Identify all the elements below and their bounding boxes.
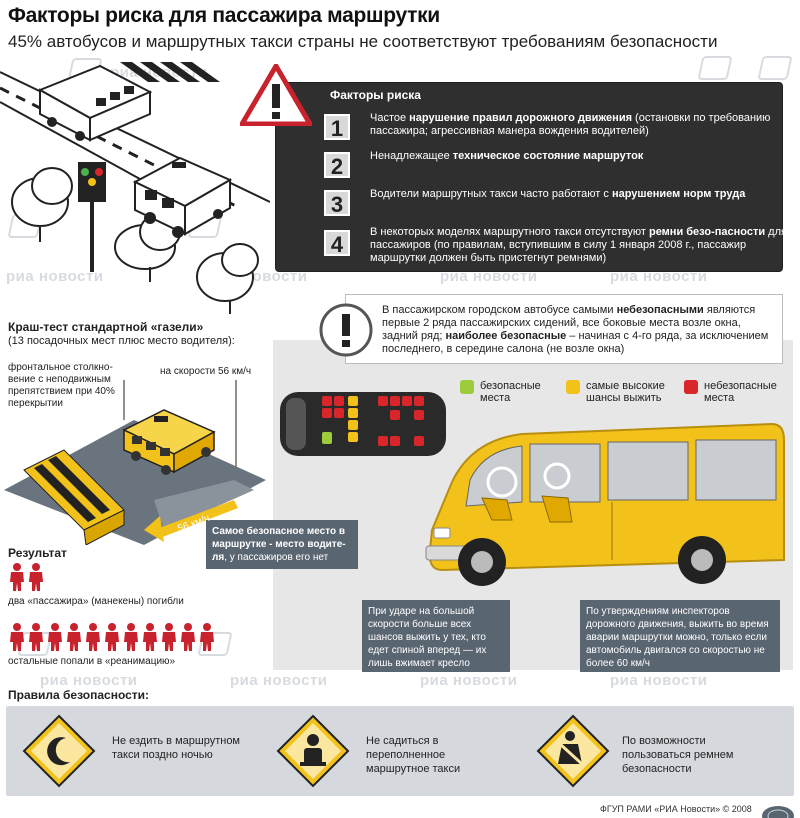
watermark-text: риа новости xyxy=(6,268,104,285)
dummy-figure xyxy=(162,623,176,651)
driver-seat-note: Самое безопасное место в маршрутке - мес… xyxy=(206,520,358,569)
legend-label-safe: безопасные места xyxy=(480,380,541,404)
risk-number-3: 3 xyxy=(324,190,350,217)
dummy-figure xyxy=(200,623,214,651)
footer-credit: ФГУП РАМИ «РИА Новости» © 2008 xyxy=(600,804,752,814)
inspectors-note: По утверждениям инспекторов дорожного дв… xyxy=(580,600,780,672)
dummy-figure xyxy=(143,623,157,651)
page-subtitle: 45% автобусов и маршрутных такси страны … xyxy=(8,32,718,51)
bus-info-text: В пассажирском городском автобусе самыми… xyxy=(382,304,769,355)
dummy-figure xyxy=(105,623,119,651)
risk-item-4: В некоторых моделях маршрутного такси от… xyxy=(370,226,787,264)
legend-swatch-safe xyxy=(460,380,474,394)
dummy-figures xyxy=(10,623,214,651)
legend-swatch-survival xyxy=(566,380,580,394)
dummy-figure xyxy=(29,623,43,651)
icu-dummies-row xyxy=(8,622,217,657)
watermark-text: риа новости xyxy=(40,672,138,689)
street-illustration xyxy=(0,62,270,314)
warning-icon xyxy=(240,64,312,126)
result-title: Результат xyxy=(8,546,67,560)
rule-text-seatbelt: По возможности пользоваться ремнем безоп… xyxy=(622,735,734,775)
dummy-figure xyxy=(86,623,100,651)
bus-info-box xyxy=(345,294,783,364)
page-title: Факторы риска для пассажира маршрутки xyxy=(8,4,440,27)
watermark-text: риа новости xyxy=(420,672,518,689)
minibus-illustration xyxy=(425,422,785,586)
globe-logo-icon xyxy=(762,806,794,818)
legend-label-survival: самые высокие шансы выжить xyxy=(586,380,665,404)
watermark-text: риа новости xyxy=(610,268,708,285)
rules-panel xyxy=(6,706,794,796)
risk-factors-panel xyxy=(275,82,783,272)
crash-test-subtitle: (13 посадочных мест плюс место водителя)… xyxy=(8,335,235,347)
ria-logo-icon xyxy=(697,56,733,80)
rules-title: Правила безопасности: xyxy=(8,688,150,702)
passenger-icon xyxy=(276,714,350,788)
dummy-figure xyxy=(124,623,138,651)
risk-factors-title: Факторы риска xyxy=(330,88,421,102)
dummy-figure xyxy=(10,623,24,651)
crash-test-illustration: 56 км/ч xyxy=(4,380,266,545)
warning-circle-icon xyxy=(319,303,373,357)
speed-label: на скорости 56 км/ч xyxy=(160,366,252,377)
risk-item-1: Частое нарушение правил дорожного движен… xyxy=(370,112,771,137)
legend-label-unsafe: небезопасные места xyxy=(704,380,777,404)
watermark-text: риа новости xyxy=(230,672,328,689)
dummy-figure xyxy=(29,563,43,591)
collision-label: фронтальное столкно-вение с неподвижным … xyxy=(8,362,115,409)
icu-label: остальные попали в «реанимацию» xyxy=(8,656,176,667)
crash-test-title: Краш-тест стандартной «газели» xyxy=(8,320,204,334)
dummy-figure xyxy=(10,563,24,591)
dead-label: два «пассажира» (манекены) погибли xyxy=(8,596,184,607)
rule-text-crowded: Не садиться в переполненное маршрутное т… xyxy=(366,735,461,775)
watermark-text: риа новости xyxy=(440,268,538,285)
dummy-figure xyxy=(181,623,195,651)
risk-number-4: 4 xyxy=(324,230,350,257)
dead-dummies-row xyxy=(8,562,46,597)
seat-map-diagram xyxy=(280,392,446,456)
impact-note: При ударе на большой скорости больше все… xyxy=(362,600,510,672)
dummy-figures xyxy=(10,563,43,591)
moon-icon xyxy=(22,714,96,788)
rule-text-night: Не ездить в маршрутном такси поздно ночь… xyxy=(112,735,240,761)
risk-number-1: 1 xyxy=(324,114,350,141)
seatbelt-icon xyxy=(536,714,610,788)
risk-number-2: 2 xyxy=(324,152,350,179)
risk-item-3: Водители маршрутных такси часто работают… xyxy=(370,188,746,200)
dummy-figure xyxy=(48,623,62,651)
risk-item-2: Ненадлежащее техническое состояние маршр… xyxy=(370,150,644,162)
dummy-figure xyxy=(67,623,81,651)
watermark-text: риа новости xyxy=(610,672,708,689)
ria-logo-icon xyxy=(757,56,793,80)
legend-swatch-unsafe xyxy=(684,380,698,394)
